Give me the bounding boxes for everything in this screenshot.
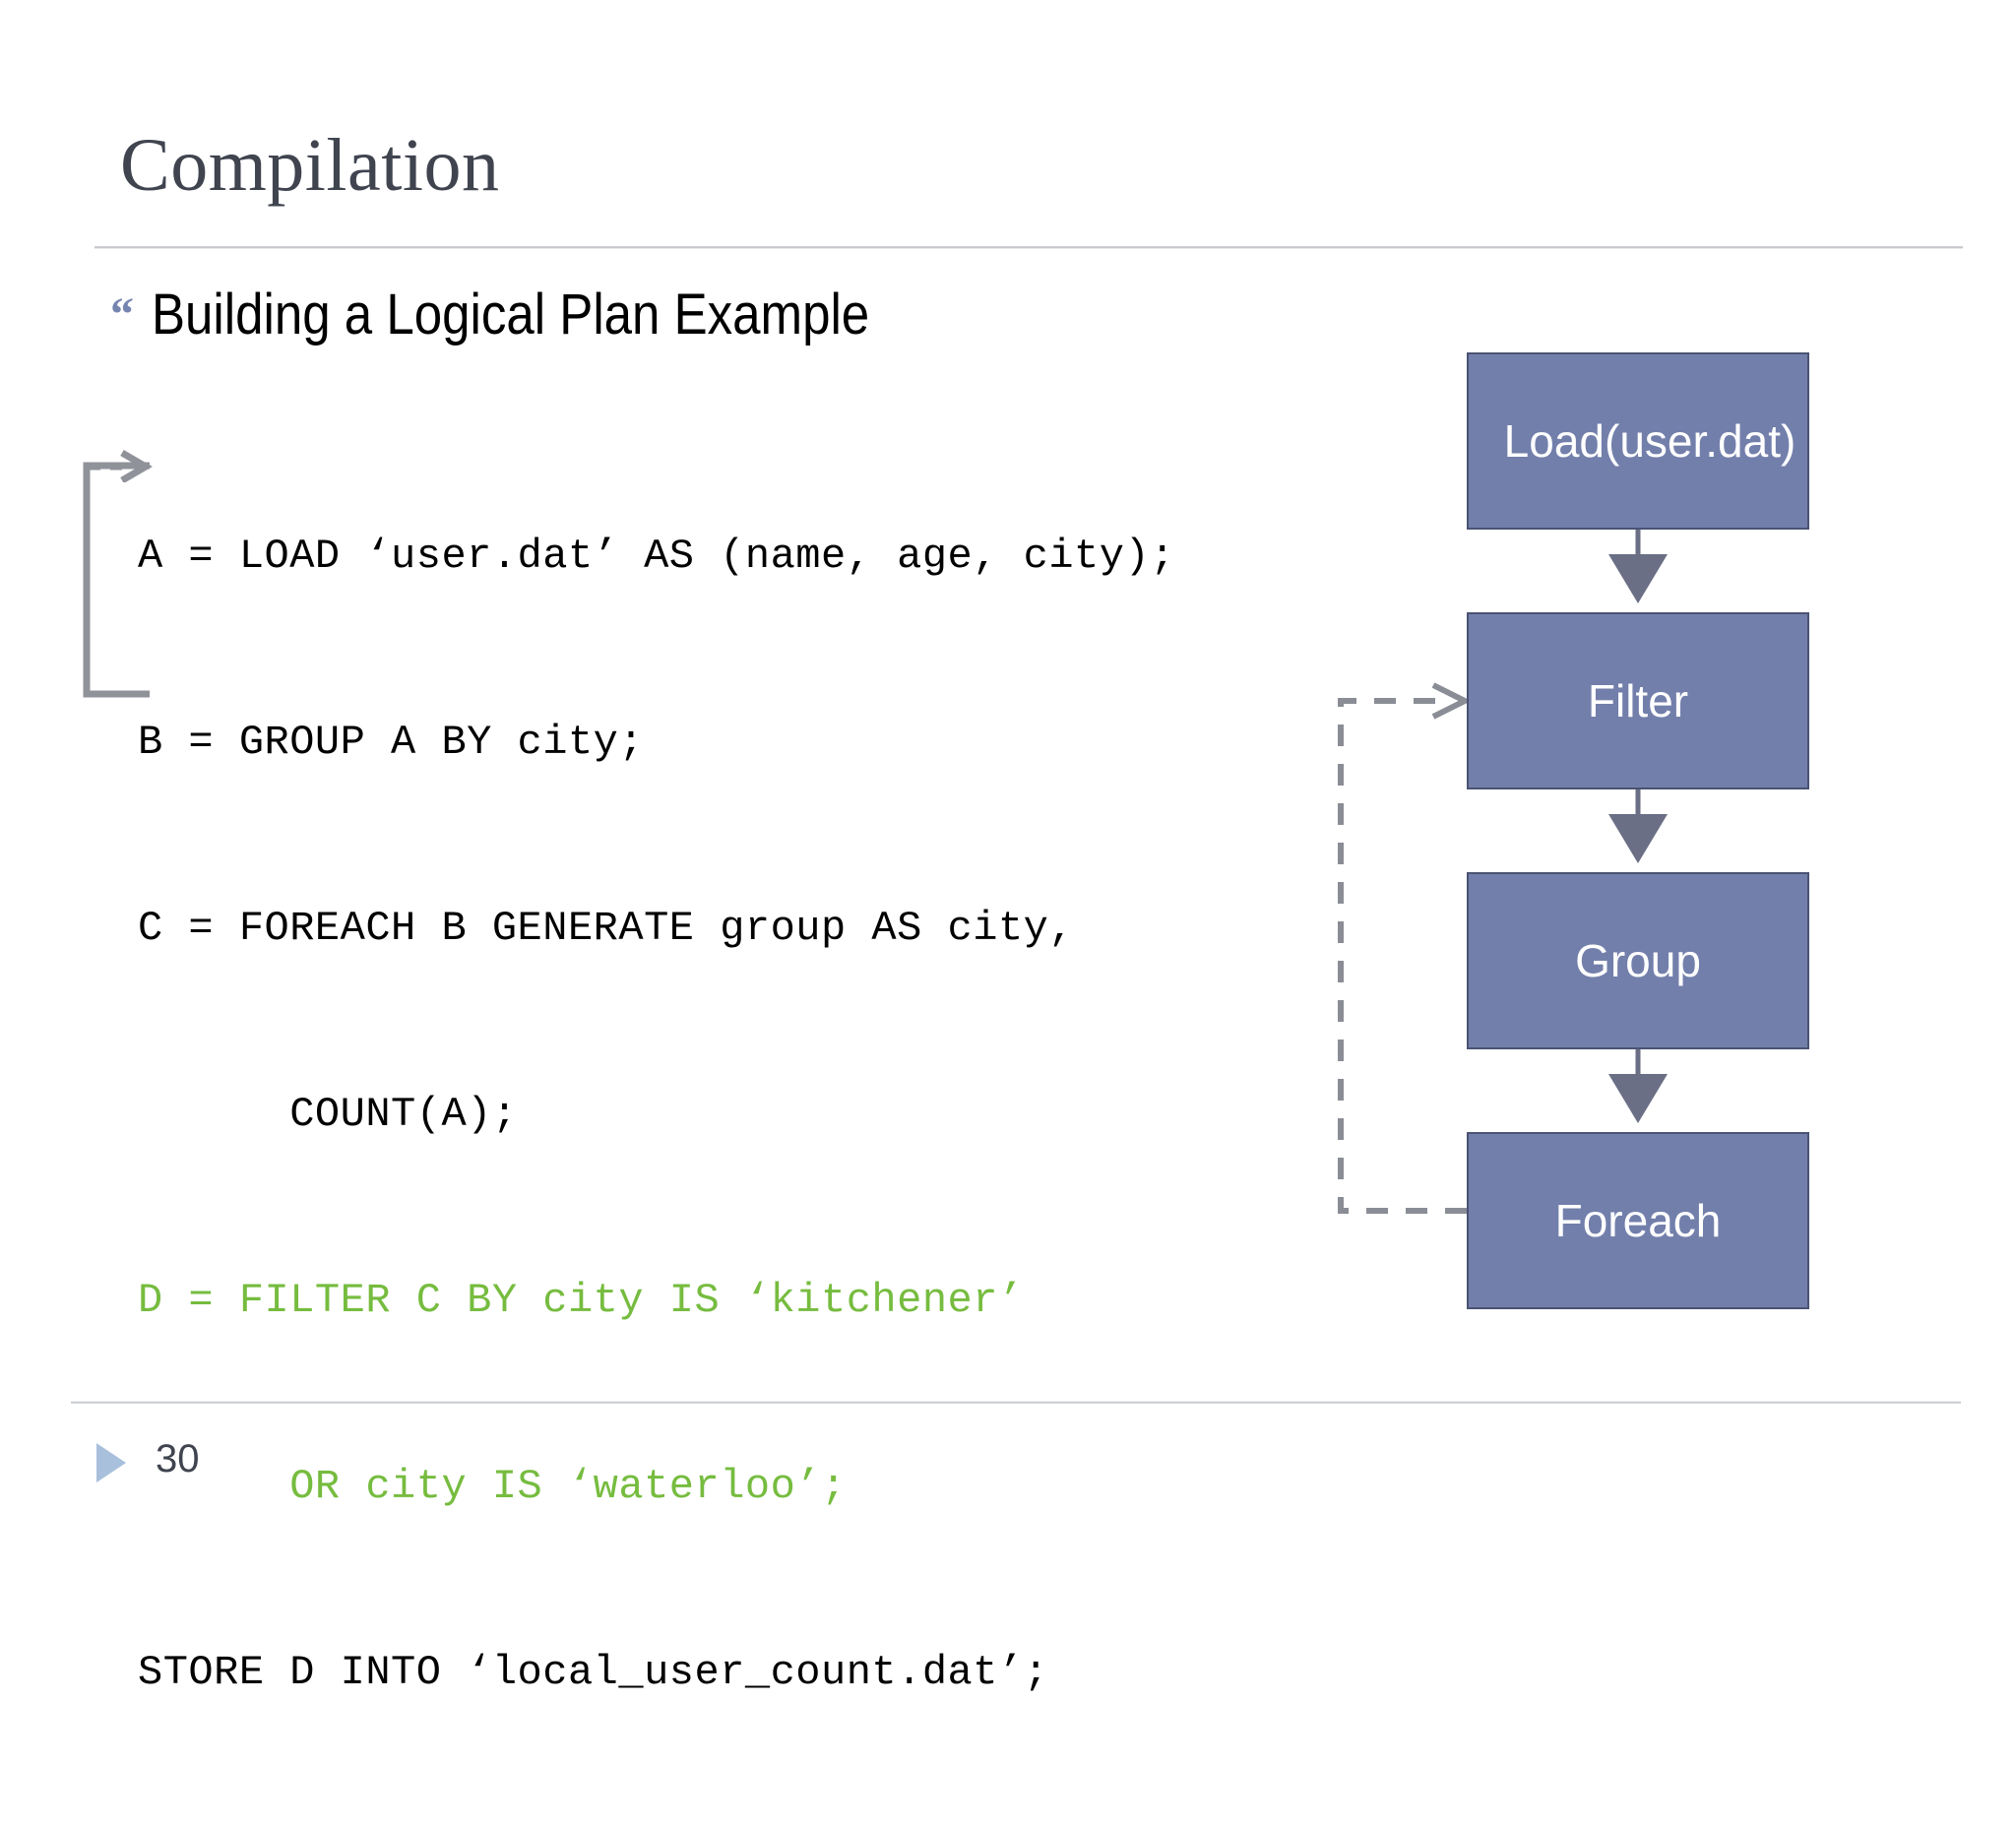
code-line-b: B = GROUP A BY city; [138, 719, 645, 766]
code-line-c: C = FOREACH B GENERATE group AS city, [138, 905, 1075, 952]
diagram-node-filter[interactable]: Filter [1467, 612, 1809, 789]
code-block: A = LOAD ‘user.dat’ AS (name, age, city)… [138, 402, 1175, 1828]
diagram-node-group[interactable]: Group [1467, 872, 1809, 1049]
quote-bullet-icon: “ [110, 288, 134, 341]
footer-divider [71, 1401, 1961, 1404]
code-line-d: D = FILTER C BY city IS ‘kitchener’ [138, 1277, 1024, 1324]
code-line-or: OR city IS ‘waterloo’; [138, 1463, 847, 1510]
slide: Compilation “ Building a Logical Plan Ex… [71, 124, 1963, 1696]
logical-plan-diagram: Load(user.dat) Filter Group Foreach [1309, 335, 1900, 1319]
diagram-node-filter-label: Filter [1587, 675, 1689, 726]
slide-title: Compilation [120, 124, 500, 207]
diagram-node-load-label: Load(user.dat) [1503, 415, 1796, 467]
bracket-arrow-icon [89, 449, 153, 482]
diagram-node-foreach-label: Foreach [1554, 1195, 1722, 1246]
code-line-a: A = LOAD ‘user.dat’ AS (name, age, city)… [138, 533, 1175, 580]
footer-triangle-icon [96, 1443, 126, 1482]
diagram-node-group-label: Group [1575, 935, 1701, 986]
edge-foreach-filter-arrowhead [1431, 682, 1472, 720]
edge-foreach-filter-dashed [1338, 698, 1467, 1214]
code-line-count: COUNT(A); [138, 1091, 518, 1138]
code-line-store: STORE D INTO ‘local_user_count.dat’; [138, 1649, 1049, 1696]
diagram-node-load[interactable]: Load(user.dat) [1467, 352, 1809, 530]
bullet-heading-label: Building a Logical Plan Example [152, 283, 870, 347]
page-number: 30 [156, 1437, 200, 1481]
code-group-bracket-icon [83, 462, 150, 698]
diagram-node-foreach[interactable]: Foreach [1467, 1132, 1809, 1309]
title-divider [94, 246, 1963, 249]
bullet-heading-row: “ Building a Logical Plan Example [110, 283, 968, 347]
